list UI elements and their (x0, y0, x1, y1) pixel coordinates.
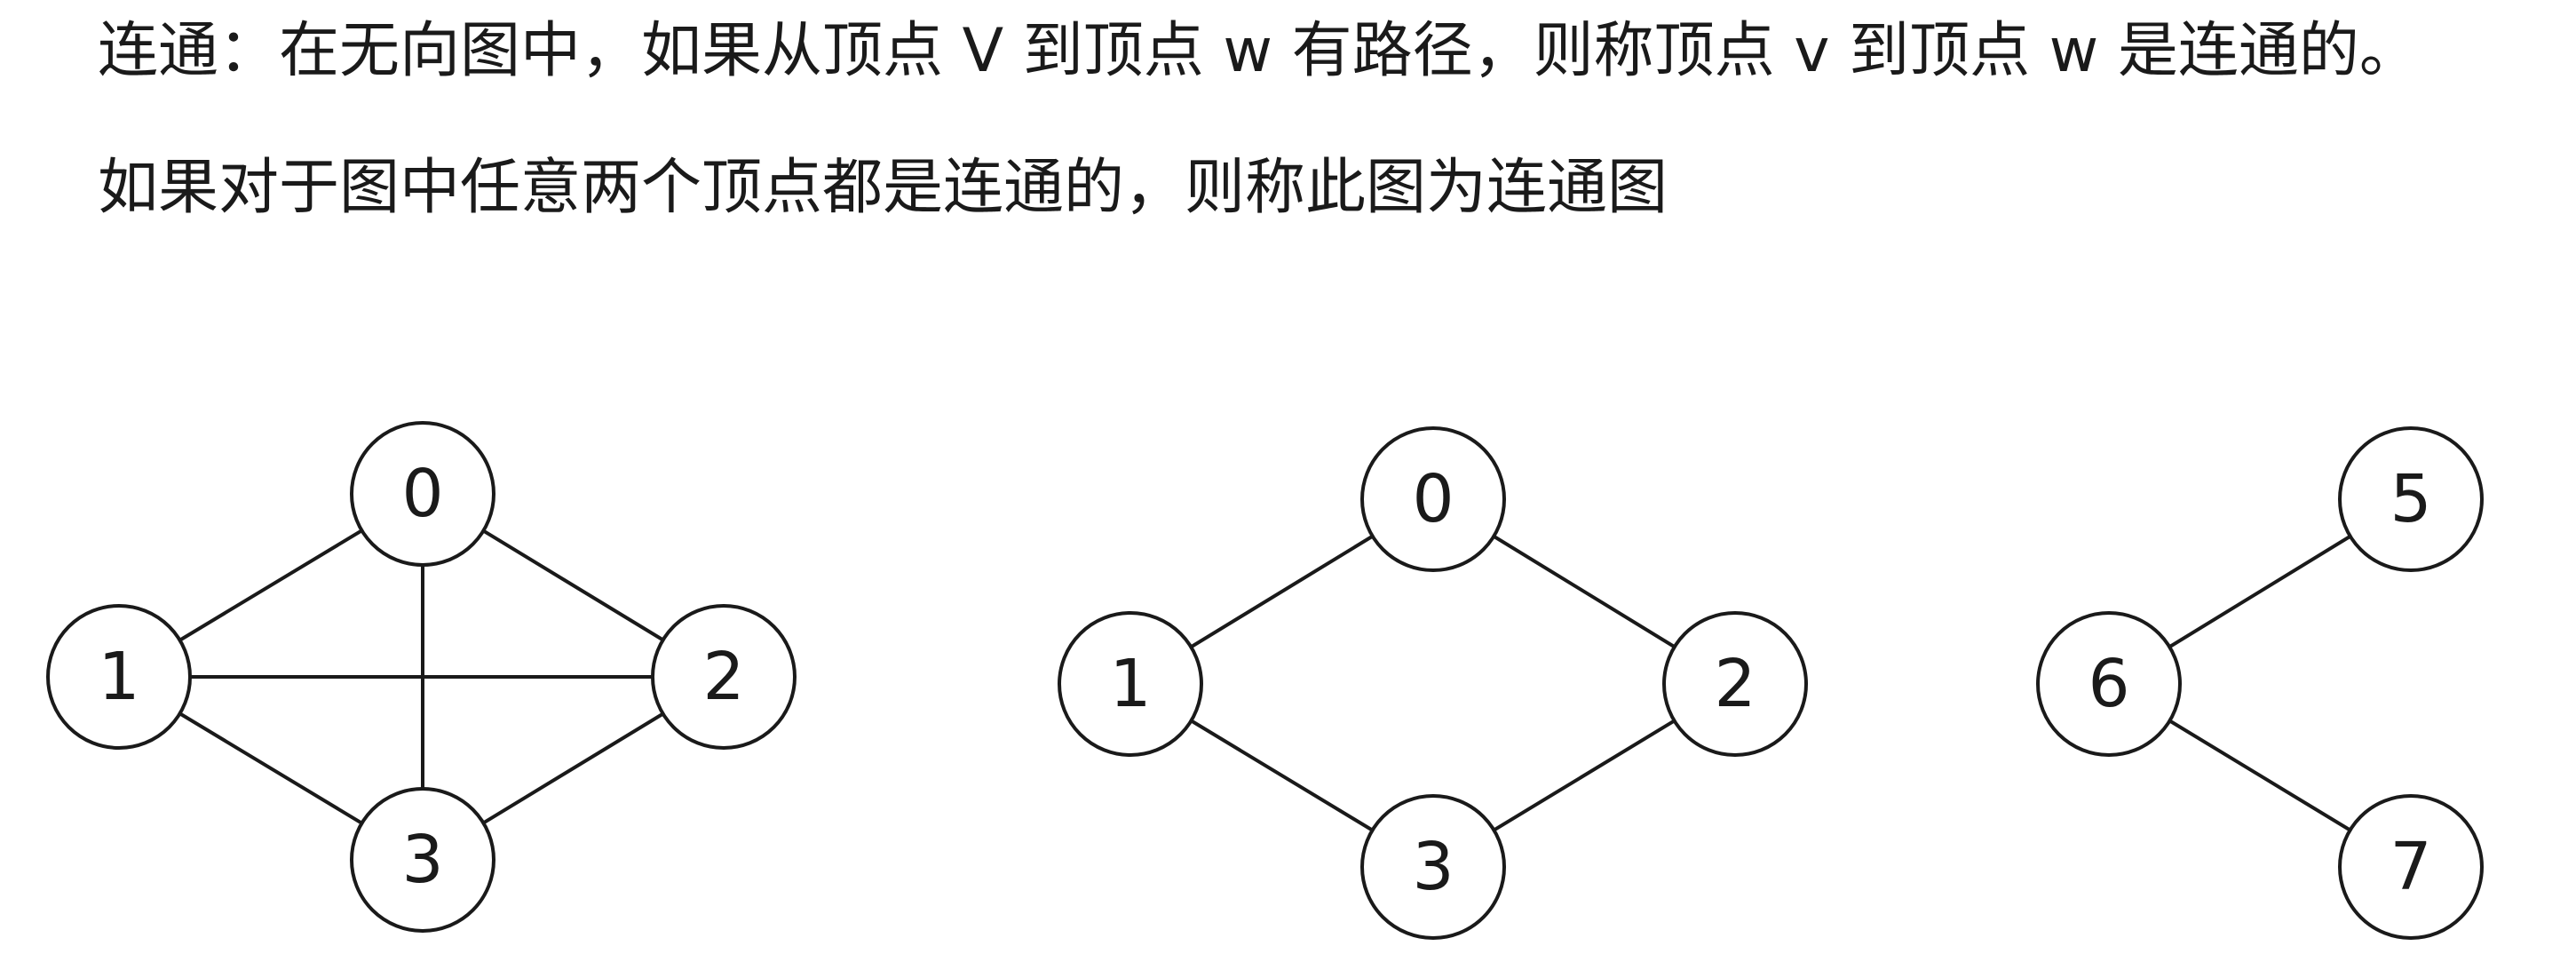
vertex-label: 0 (1412, 461, 1454, 537)
vertex-circle (350, 787, 495, 933)
vertex-label: 2 (702, 639, 744, 715)
vertex-label: 1 (98, 639, 139, 715)
vertex-circle (1360, 794, 1506, 940)
vertex-1: 1 (46, 604, 192, 750)
vertex-circle (2338, 794, 2484, 940)
vertex-0: 0 (1360, 426, 1506, 572)
vertex-label: 5 (2390, 461, 2431, 537)
vertex-circle (2036, 611, 2182, 757)
vertex-label: 0 (401, 456, 443, 532)
vertex-label: 3 (401, 822, 443, 898)
vertex-circle (350, 421, 495, 567)
vertex-label: 2 (1714, 646, 1756, 722)
vertex-7: 7 (2338, 794, 2484, 940)
vertex-label: 1 (1109, 646, 1151, 722)
vertex-5: 5 (2338, 426, 2484, 572)
vertex-3: 3 (350, 787, 495, 933)
vertex-0: 0 (350, 421, 495, 567)
vertex-1: 1 (1058, 611, 1203, 757)
vertex-6: 6 (2036, 611, 2182, 757)
connected-graph-complete: 0 1 2 3 (46, 421, 797, 933)
vertex-circle (1360, 426, 1506, 572)
vertex-circle (2338, 426, 2484, 572)
definition-line-1: 连通：在无向图中，如果从顶点 V 到顶点 w 有路径，则称顶点 v 到顶点 w … (98, 16, 2420, 86)
connected-graph-path: 5 6 7 (2036, 426, 2484, 940)
vertex-2: 2 (651, 604, 797, 750)
vertex-label: 3 (1412, 829, 1454, 905)
definition-line-2: 如果对于图中任意两个顶点都是连通的，则称此图为连通图 (98, 153, 1668, 223)
connected-graph-cycle: 0 1 2 3 (1058, 426, 1808, 940)
vertex-3: 3 (1360, 794, 1506, 940)
vertex-2: 2 (1662, 611, 1808, 757)
vertex-circle (1662, 611, 1808, 757)
vertex-circle (46, 604, 192, 750)
vertex-label: 7 (2390, 829, 2431, 905)
vertex-label: 6 (2088, 646, 2129, 722)
vertex-circle (1058, 611, 1203, 757)
vertex-circle (651, 604, 797, 750)
